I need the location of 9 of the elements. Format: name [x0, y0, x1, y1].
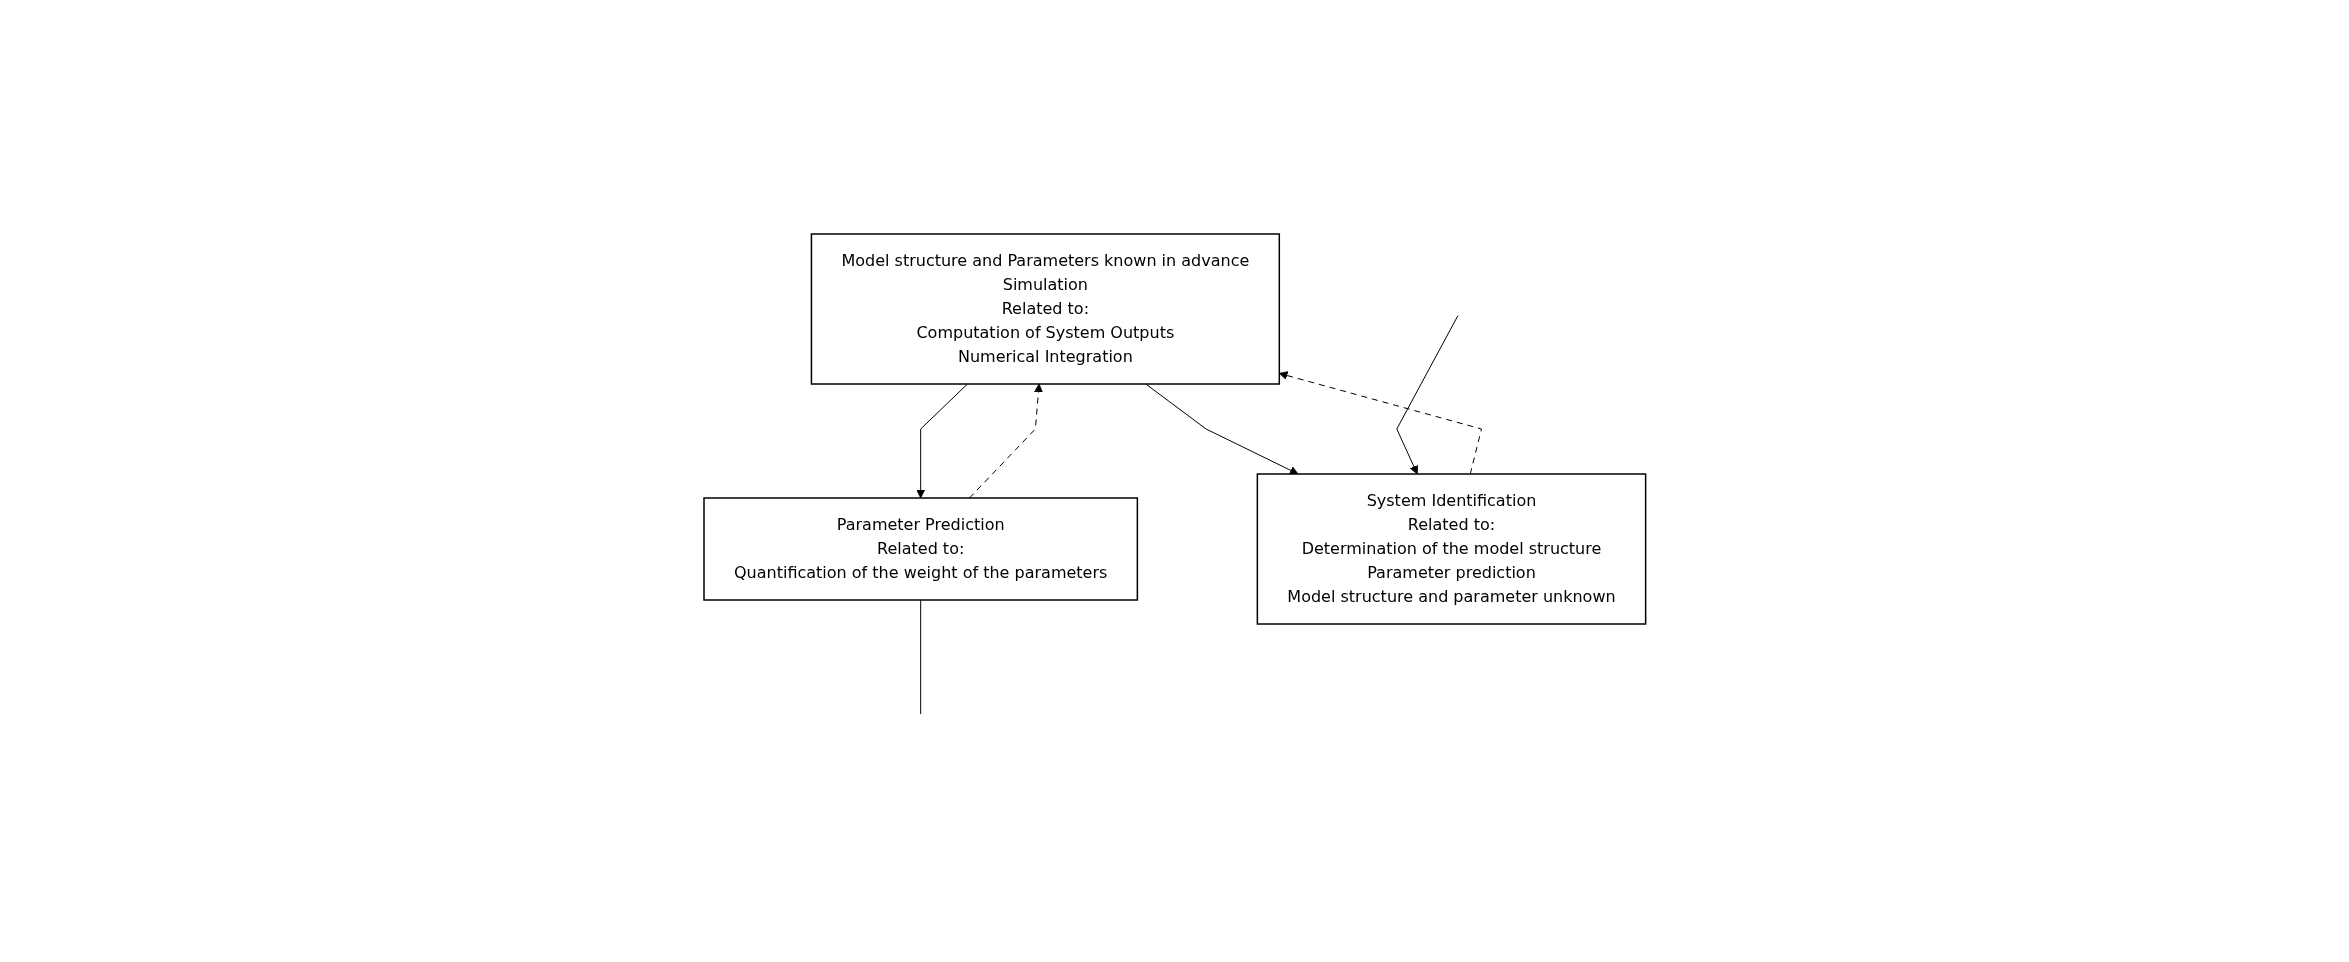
connector	[919, 599, 921, 714]
arrow	[1145, 383, 1299, 474]
arrow	[1278, 370, 1482, 474]
node-box: Model structure and Parameters known in advance Simulation Related to: Computation of System Outputs Numerical Integration	[810, 232, 1280, 385]
arrow	[968, 383, 1043, 498]
node-box: System Identification Related to: Determination of the model structure Parameter prediction Model structure and parameter unknown	[1256, 472, 1647, 625]
node-box: Parameter Prediction Related to: Quantification of the weight of the parameters	[702, 496, 1138, 601]
arrow	[915, 383, 968, 498]
arrow	[1396, 314, 1459, 474]
